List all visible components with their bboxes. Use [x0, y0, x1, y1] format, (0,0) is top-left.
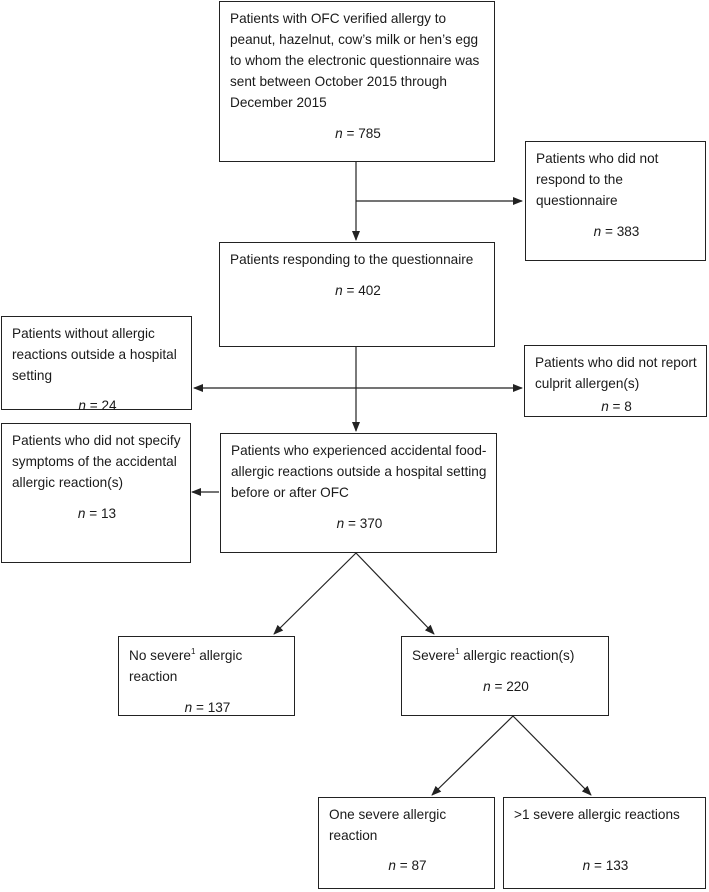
box-multi-severe: >1 severe allergic reactions n = 133 — [503, 797, 706, 889]
box-count: n = 137 — [184, 700, 231, 715]
box-count: n = 8 — [601, 399, 632, 414]
box-count: n = 24 — [78, 398, 117, 413]
arrow-to-no-severe — [273, 552, 357, 635]
arrow-to-one-severe — [431, 715, 514, 796]
box-text: One severe allergic reaction — [329, 807, 447, 843]
box-text: Severe1 allergic reaction(s) — [412, 647, 575, 664]
arrow-to-multi-severe — [512, 715, 592, 796]
box-questionnaire-sent: Patients with OFC verified allergy to pe… — [219, 1, 495, 162]
box-text: >1 severe allergic reactions — [514, 807, 680, 822]
box-count: n = 220 — [483, 679, 529, 694]
box-no-culprit: Patients who did not report culprit alle… — [524, 345, 707, 417]
box-text: Patients who did not report culprit alle… — [535, 355, 697, 391]
box-count: n = 87 — [388, 858, 427, 873]
box-count: n = 13 — [77, 506, 117, 521]
box-count: n = 785 — [335, 126, 381, 141]
box-text: Patients with OFC verified allergy to pe… — [230, 11, 480, 110]
box-no-respond: Patients who did not respond to the ques… — [525, 141, 706, 261]
arrow-to-severe — [355, 552, 435, 635]
box-text: Patients who experienced accidental food… — [231, 443, 487, 500]
box-text: Patients responding to the questionnaire — [230, 252, 474, 267]
box-severe: Severe1 allergic reaction(s) n = 220 — [401, 636, 609, 716]
box-responding: Patients responding to the questionnaire… — [219, 242, 495, 347]
box-one-severe: One severe allergic reaction n = 87 — [318, 797, 495, 889]
box-text: Patients who did not respond to the ques… — [536, 151, 659, 208]
box-count: n = 383 — [593, 224, 640, 239]
box-no-reactions: Patients without allergic reactions outs… — [1, 316, 192, 413]
footnote-marker: 1 — [455, 647, 460, 656]
box-count: n = 133 — [582, 858, 629, 873]
box-no-symptoms: Patients who did not specify symptoms of… — [1, 423, 191, 563]
footnote-marker: 1 — [190, 647, 196, 656]
box-count: n = 370 — [336, 516, 383, 531]
box-no-severe: No severe1 allergic reaction n = 137 — [118, 636, 295, 716]
box-experienced: Patients who experienced accidental food… — [220, 433, 497, 553]
box-count: n = 402 — [335, 283, 381, 298]
box-text: No severe1 allergic reaction — [129, 647, 243, 685]
box-text: Patients without allergic reactions outs… — [12, 326, 177, 383]
box-text: Patients who did not specify symptoms of… — [12, 433, 181, 490]
